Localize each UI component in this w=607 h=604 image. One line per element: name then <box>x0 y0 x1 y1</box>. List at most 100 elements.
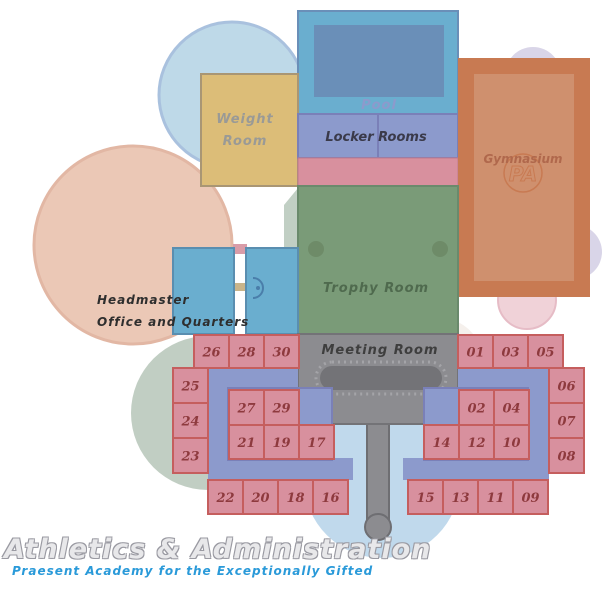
dorm-room-box <box>277 479 314 515</box>
room-number: 12 <box>467 436 485 451</box>
dorm-room-18[interactable]: 18 <box>277 479 314 515</box>
trophy-room-label: Trophy Room <box>323 281 429 296</box>
room-number: 19 <box>272 436 290 451</box>
trophy-pillar-left <box>308 241 324 257</box>
dorm-room-12[interactable]: 12 <box>458 424 495 460</box>
room-number: 25 <box>180 380 199 395</box>
dorm-room-box <box>512 479 549 515</box>
pool-label: Pool <box>361 98 397 113</box>
dorm-room-30[interactable]: 30 <box>263 334 300 369</box>
room-number: 07 <box>557 415 575 430</box>
dorm-room-04[interactable]: 04 <box>493 389 530 426</box>
locker-hall <box>297 157 459 187</box>
room-number: 04 <box>502 402 520 417</box>
stair-base <box>364 513 392 541</box>
dorm-room-03[interactable]: 03 <box>492 334 529 369</box>
dorm-room-22[interactable]: 22 <box>207 479 244 515</box>
dorm-room-16[interactable]: 16 <box>312 479 349 515</box>
weight-room-label-line2: Room <box>223 134 268 149</box>
room-number: 30 <box>272 346 290 361</box>
dorm-room-02[interactable]: 02 <box>458 389 495 426</box>
dorm-room-13[interactable]: 13 <box>442 479 479 515</box>
dorm-room-box <box>312 479 349 515</box>
dorm-room-box <box>548 437 585 474</box>
room-number: 17 <box>307 436 325 451</box>
stair-column <box>366 419 390 521</box>
room-number: 10 <box>502 436 520 451</box>
dorm-room-09[interactable]: 09 <box>512 479 549 515</box>
dorm-room-29[interactable]: 29 <box>263 389 300 426</box>
room-number: 14 <box>432 436 450 451</box>
gymnasium-label: Gymnasium <box>483 152 562 166</box>
room-number: 23 <box>180 450 199 465</box>
room-number: 22 <box>215 491 234 506</box>
dorm-room-box <box>298 424 335 460</box>
dorm-room-box <box>548 402 585 439</box>
room-number: 06 <box>557 380 575 395</box>
dorm-room-21[interactable]: 21 <box>228 424 265 460</box>
right-wing-rooms: 01 03 05 06 07 08 02 04 14 12 10 15 13 11 09 <box>407 334 585 515</box>
dorm-room-14[interactable]: 14 <box>423 424 460 460</box>
dorm-room-25[interactable]: 25 <box>172 367 209 404</box>
meeting-table <box>320 366 442 390</box>
room-number: 11 <box>486 491 504 506</box>
dorm-room-box <box>228 334 265 369</box>
room-number: 08 <box>557 450 575 465</box>
dorm-room-box <box>527 334 564 369</box>
door-arc-icon <box>252 277 264 299</box>
left-wing-rooms: 26 28 30 25 24 23 27 29 21 19 17 22 20 18 16 <box>172 334 349 515</box>
dorm-room-17[interactable]: 17 <box>298 424 335 460</box>
dorm-room-20[interactable]: 20 <box>242 479 279 515</box>
room-number: 09 <box>521 491 539 506</box>
dorm-room-19[interactable]: 19 <box>263 424 300 460</box>
room-number: 21 <box>236 436 255 451</box>
gymnasium-court <box>474 74 574 281</box>
dorm-room-box <box>442 479 479 515</box>
dorm-room-01[interactable]: 01 <box>457 334 494 369</box>
dorm-room-box <box>457 334 494 369</box>
room-number: 20 <box>250 491 269 506</box>
pool-water <box>314 25 444 97</box>
dorm-room-07[interactable]: 07 <box>548 402 585 439</box>
dorm-room-box <box>493 424 530 460</box>
headmaster-label-line2: Office and Quarters <box>97 315 249 329</box>
connector-trophy-west <box>284 188 298 248</box>
room-number: 29 <box>271 402 290 417</box>
headmaster-label-line1: Headmaster <box>97 293 189 307</box>
gym-logo-ring <box>503 153 543 193</box>
dorm-room-box <box>242 479 279 515</box>
dorm-room-24[interactable]: 24 <box>172 402 209 439</box>
dorm-room-10[interactable]: 10 <box>493 424 530 460</box>
room-number: 01 <box>466 346 484 361</box>
dorm-room-box <box>423 424 460 460</box>
dorm-room-box <box>172 437 209 474</box>
dorm-room-box <box>548 367 585 404</box>
weight-room-label-line1: Weight <box>216 112 274 127</box>
footer-title: Athletics & Administration <box>4 534 432 565</box>
room-number: 18 <box>286 491 304 506</box>
weight-room[interactable] <box>200 73 299 187</box>
dorm-room-27[interactable]: 27 <box>228 389 265 426</box>
headmaster-quarters[interactable] <box>245 247 299 335</box>
dorm-room-box <box>172 402 209 439</box>
dorm-room-box <box>407 479 444 515</box>
room-number: 05 <box>536 346 554 361</box>
meeting-room-label: Meeting Room <box>321 343 438 358</box>
dorm-room-06[interactable]: 06 <box>548 367 585 404</box>
dorm-room-26[interactable]: 26 <box>193 334 230 369</box>
dorm-room-05[interactable]: 05 <box>527 334 564 369</box>
dorm-room-23[interactable]: 23 <box>172 437 209 474</box>
room-number: 27 <box>236 402 255 417</box>
trophy-room[interactable] <box>297 185 459 335</box>
dorm-room-28[interactable]: 28 <box>228 334 265 369</box>
dorm-room-15[interactable]: 15 <box>407 479 444 515</box>
room-number: 15 <box>416 491 434 506</box>
locker-rooms-label: Locker Rooms <box>325 130 427 145</box>
dorm-room-11[interactable]: 11 <box>477 479 514 515</box>
room-number: 03 <box>501 346 519 361</box>
room-number: 26 <box>201 346 220 361</box>
dorm-room-box <box>228 424 265 460</box>
dorm-room-08[interactable]: 08 <box>548 437 585 474</box>
trophy-pillar-right <box>432 241 448 257</box>
dorm-room-box <box>458 424 495 460</box>
